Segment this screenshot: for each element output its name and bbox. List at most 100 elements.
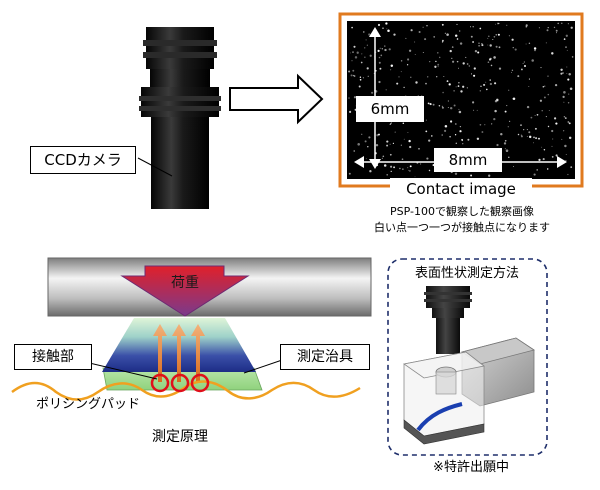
contact-point bbox=[553, 117, 557, 120]
contact-point bbox=[424, 38, 427, 41]
contact-point bbox=[458, 82, 460, 84]
contact-point bbox=[384, 45, 386, 47]
contact-point bbox=[474, 50, 478, 53]
contact-point bbox=[551, 145, 553, 147]
contact-point bbox=[562, 95, 565, 99]
contact-point bbox=[539, 99, 543, 102]
contact-point bbox=[348, 70, 351, 73]
height-label: 6mm bbox=[356, 96, 424, 122]
contact-point bbox=[462, 143, 464, 145]
contact-point bbox=[533, 136, 535, 139]
contact-point bbox=[547, 93, 550, 96]
contact-point bbox=[386, 174, 389, 176]
contact-point bbox=[378, 133, 380, 136]
contact-point bbox=[511, 69, 514, 72]
contact-point bbox=[353, 96, 357, 99]
contact-point bbox=[352, 51, 354, 53]
contact-point bbox=[508, 120, 511, 123]
contact-point bbox=[466, 87, 468, 89]
contact-point bbox=[568, 136, 572, 140]
contact-point bbox=[359, 76, 362, 78]
contact-point bbox=[526, 129, 528, 131]
contact-point bbox=[508, 156, 510, 159]
contact-point bbox=[496, 143, 499, 147]
contact-point bbox=[506, 24, 508, 26]
contact-point bbox=[470, 73, 473, 75]
contact-point bbox=[487, 37, 489, 39]
contact-point bbox=[400, 60, 403, 62]
contact-point bbox=[390, 122, 392, 125]
contact-point bbox=[563, 130, 565, 132]
contact-point bbox=[352, 74, 354, 76]
contact-point bbox=[568, 93, 570, 95]
contact-point bbox=[504, 139, 507, 142]
contact-point bbox=[494, 82, 497, 85]
contact-point bbox=[422, 26, 424, 28]
contact-point bbox=[494, 100, 498, 103]
jig-label: 測定治具 bbox=[280, 344, 370, 370]
contact-point bbox=[462, 85, 465, 88]
contact-point bbox=[533, 47, 537, 50]
contact-point bbox=[458, 110, 462, 114]
contact-point bbox=[479, 90, 481, 92]
contact-point bbox=[564, 117, 567, 119]
contact-point bbox=[432, 103, 435, 106]
contact-point bbox=[390, 165, 393, 168]
contact-point bbox=[385, 22, 388, 25]
contact-point bbox=[414, 176, 416, 178]
contact-point bbox=[505, 149, 509, 152]
contact-point bbox=[400, 71, 402, 73]
contact-point bbox=[392, 142, 395, 145]
contact-point bbox=[390, 69, 392, 71]
contact-point bbox=[495, 45, 498, 48]
contact-point bbox=[382, 155, 385, 158]
contact-point bbox=[378, 80, 381, 84]
contact-point bbox=[497, 33, 500, 36]
contact-point bbox=[520, 134, 523, 136]
contact-point bbox=[534, 115, 536, 116]
contact-point bbox=[402, 122, 405, 125]
contact-point bbox=[568, 122, 571, 125]
contact-point bbox=[389, 153, 392, 156]
contact-point bbox=[455, 86, 457, 88]
contact-point bbox=[449, 136, 451, 138]
contact-point bbox=[425, 130, 428, 133]
contact-point bbox=[348, 172, 351, 175]
reaction-arrows bbox=[153, 324, 205, 382]
ccd-camera bbox=[139, 27, 221, 209]
contact-point bbox=[531, 59, 534, 62]
contact-point bbox=[563, 91, 566, 94]
contact-point bbox=[369, 170, 372, 173]
contact-point bbox=[566, 49, 568, 51]
contact-point bbox=[387, 29, 390, 32]
contact-point bbox=[377, 49, 380, 53]
contact-point bbox=[367, 145, 369, 148]
contact-point bbox=[485, 81, 487, 83]
contact-point bbox=[468, 65, 471, 67]
contact-point bbox=[453, 104, 456, 107]
contact-point bbox=[414, 54, 416, 56]
contact-point bbox=[520, 124, 522, 126]
contact-point bbox=[386, 28, 388, 30]
contact-point bbox=[528, 131, 531, 134]
contact-point bbox=[398, 76, 400, 78]
contact-point bbox=[450, 120, 453, 123]
contact-point bbox=[379, 67, 382, 70]
contact-point bbox=[361, 53, 363, 55]
contact-point bbox=[435, 60, 437, 63]
contact-point bbox=[567, 121, 570, 123]
contact-point bbox=[523, 129, 525, 131]
contact-point bbox=[429, 103, 432, 106]
contact-point bbox=[512, 47, 514, 49]
contact-point bbox=[420, 163, 422, 165]
contact-point bbox=[390, 170, 392, 173]
contact-point bbox=[446, 33, 449, 36]
contact-point bbox=[446, 80, 449, 82]
contact-point bbox=[538, 158, 541, 162]
contact-point bbox=[485, 88, 488, 91]
contact-point bbox=[381, 48, 383, 50]
width-label: 8mm bbox=[434, 148, 502, 172]
contact-point bbox=[481, 131, 484, 133]
contact-point bbox=[551, 129, 554, 133]
contact-point bbox=[441, 134, 443, 136]
